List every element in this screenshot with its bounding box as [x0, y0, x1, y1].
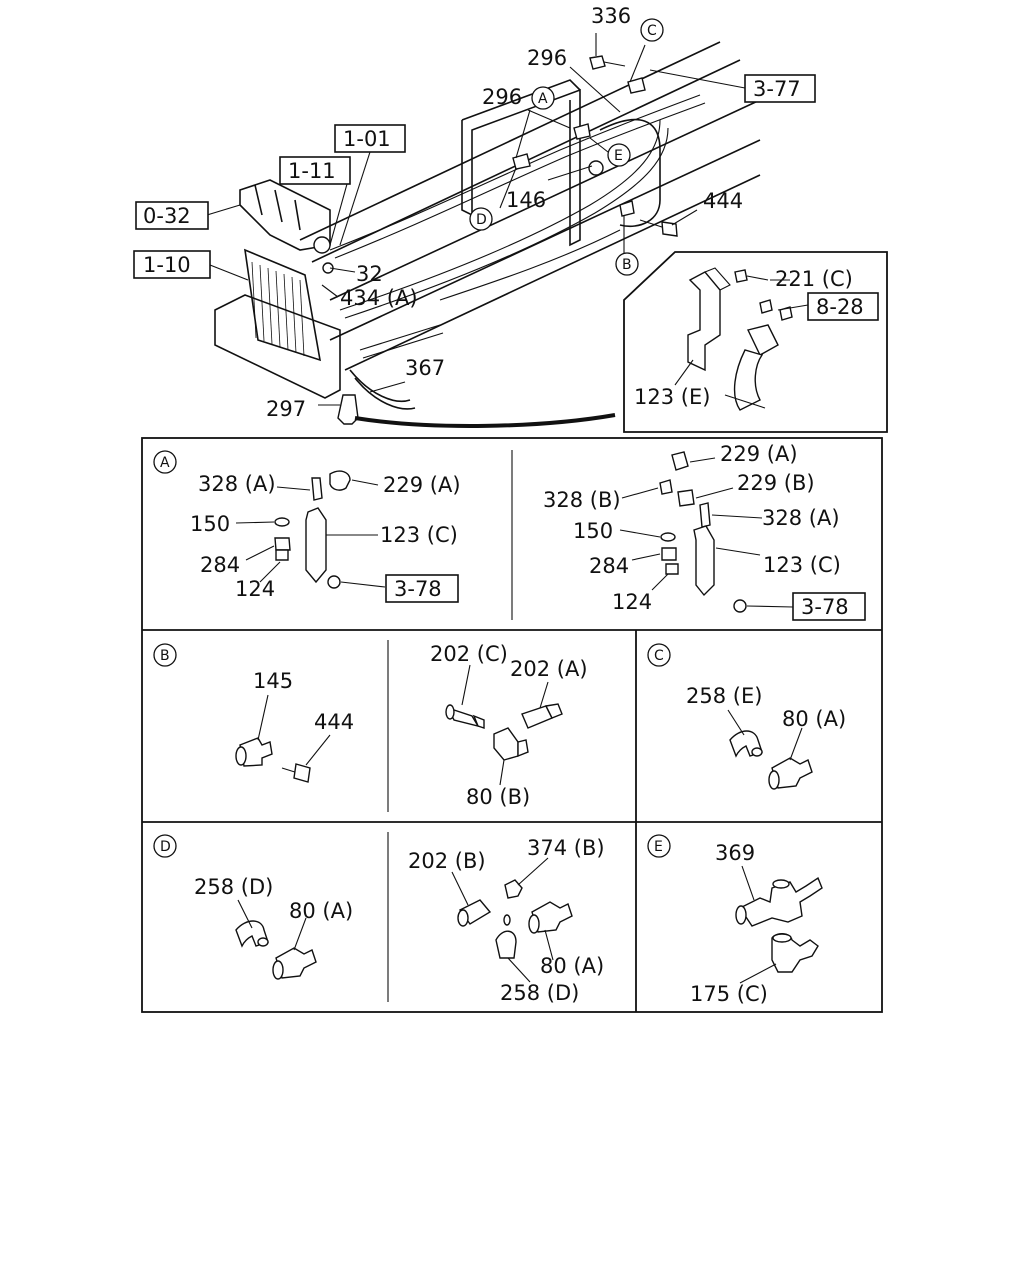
callout-296-lower: 296 [482, 85, 522, 109]
ref-box-8-28[interactable]: 8-28 [807, 292, 879, 321]
svg-text:1-11: 1-11 [288, 159, 336, 183]
label-202b: 202 (B) [408, 849, 486, 873]
svg-text:1-01: 1-01 [343, 127, 391, 151]
ref-box-1-01[interactable]: 1-01 [334, 124, 406, 153]
label-80a-panel-c: 80 (A) [782, 707, 846, 731]
callout-32: 32 [356, 262, 383, 286]
circle-label-d-top: D [469, 207, 493, 231]
callout-221c: 221 (C) [775, 267, 853, 291]
callout-336: 336 [591, 4, 631, 28]
svg-text:B: B [622, 257, 632, 273]
callout-367: 367 [405, 356, 445, 380]
label-145: 145 [253, 669, 293, 693]
label-258d-right: 258 (D) [500, 981, 579, 1005]
svg-text:C: C [654, 648, 664, 664]
label-175c: 175 (C) [690, 982, 768, 1006]
panel-d-label: D [153, 834, 177, 858]
label-374b: 374 (B) [527, 836, 605, 860]
panel-e-label: E [647, 834, 671, 858]
label-369: 369 [715, 841, 755, 865]
detail-panels-grid [141, 437, 883, 1013]
label-80a-panel-d-left: 80 (A) [289, 899, 353, 923]
label-258e: 258 (E) [686, 684, 762, 708]
svg-text:E: E [614, 148, 623, 164]
callout-123e: 123 (E) [634, 385, 710, 409]
label-284-left: 284 [200, 553, 240, 577]
label-150-left: 150 [190, 512, 230, 536]
ref-box-1-11[interactable]: 1-11 [279, 156, 351, 185]
label-80a-panel-d-right: 80 (A) [540, 954, 604, 978]
svg-text:C: C [647, 23, 657, 39]
ref-box-3-77[interactable]: 3-77 [744, 74, 816, 103]
label-328b-right: 328 (B) [543, 488, 621, 512]
label-229b-right: 229 (B) [737, 471, 815, 495]
panel-d: D [153, 834, 573, 983]
svg-text:B: B [160, 648, 170, 664]
label-150-right: 150 [573, 519, 613, 543]
chassis-assembly-drawing [206, 33, 761, 428]
label-328a-left: 328 (A) [198, 472, 276, 496]
svg-text:0-32: 0-32 [143, 204, 191, 228]
label-124-right: 124 [612, 590, 652, 614]
ref-box-3-78-right[interactable]: 3-78 [792, 592, 866, 621]
label-328a-right: 328 (A) [762, 506, 840, 530]
label-123c-left: 123 (C) [380, 523, 458, 547]
panel-a-label: A [153, 450, 177, 474]
svg-text:8-28: 8-28 [816, 295, 864, 319]
label-444-panel-b: 444 [314, 710, 354, 734]
label-80b: 80 (B) [466, 785, 530, 809]
circle-label-a-top: A [531, 86, 555, 110]
circle-label-c-top: C [640, 18, 664, 42]
circle-label-e-top: E [607, 143, 631, 167]
label-124-left: 124 [235, 577, 275, 601]
label-202a: 202 (A) [510, 657, 588, 681]
label-229a-right: 229 (A) [720, 442, 798, 466]
panel-a-right-parts [619, 451, 794, 613]
panel-e: E [647, 834, 823, 984]
circle-label-b-top: B [615, 252, 639, 276]
inset-detail [623, 251, 888, 433]
callout-297: 297 [266, 397, 306, 421]
panel-a: A [153, 450, 386, 589]
svg-text:3-77: 3-77 [753, 77, 801, 101]
svg-text:A: A [538, 91, 548, 107]
label-284-right: 284 [589, 554, 629, 578]
panel-b: B [153, 643, 563, 786]
svg-text:1-10: 1-10 [143, 253, 191, 277]
callout-434a: 434 (A) [340, 286, 418, 310]
svg-text:3-78: 3-78 [801, 595, 849, 619]
callout-146: 146 [506, 188, 546, 212]
ref-box-1-10[interactable]: 1-10 [133, 250, 211, 279]
svg-text:D: D [160, 839, 171, 855]
ref-box-3-78-left[interactable]: 3-78 [385, 574, 459, 603]
panel-c-label: C [647, 643, 671, 667]
label-229a-left: 229 (A) [383, 473, 461, 497]
panel-b-label: B [153, 643, 177, 667]
callout-444-top: 444 [703, 189, 743, 213]
panel-c: C [647, 643, 813, 790]
svg-text:3-78: 3-78 [394, 577, 442, 601]
callout-296-upper: 296 [527, 46, 567, 70]
label-258d-left: 258 (D) [194, 875, 273, 899]
ref-box-0-32[interactable]: 0-32 [135, 201, 209, 230]
svg-text:E: E [654, 839, 663, 855]
svg-text:D: D [476, 212, 487, 228]
label-123c-right: 123 (C) [763, 553, 841, 577]
label-202c: 202 (C) [430, 642, 508, 666]
svg-text:A: A [160, 455, 170, 471]
